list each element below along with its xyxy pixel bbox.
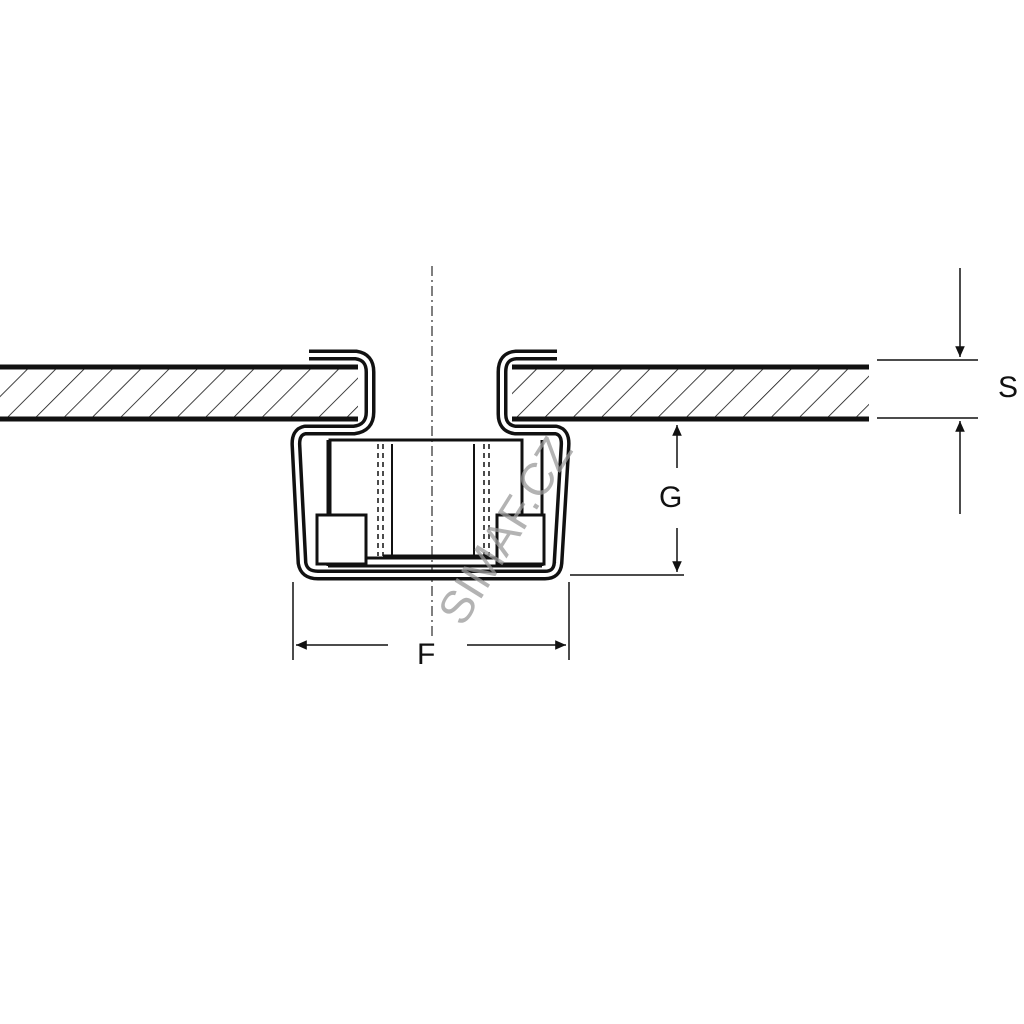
dimension-s — [877, 268, 978, 514]
dimension-f — [292, 582, 570, 660]
right-panel-section — [512, 364, 869, 422]
dimension-g — [570, 425, 684, 576]
dimension-label-g: G — [659, 481, 682, 514]
cage-nut-body — [315, 438, 546, 566]
dimension-label-s: S — [998, 371, 1018, 404]
left-panel-section — [0, 364, 358, 422]
dimension-label-f: F — [417, 638, 435, 671]
